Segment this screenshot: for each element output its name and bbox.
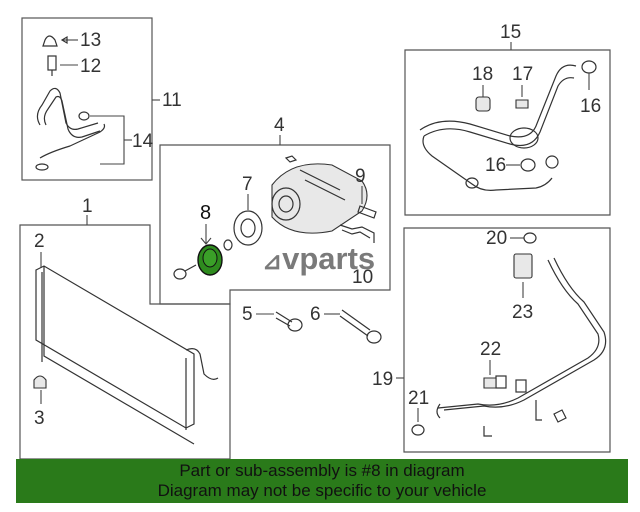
block-23 — [513, 253, 533, 279]
callout-16-mid[interactable]: 16 — [485, 155, 506, 176]
ring-near-pulley — [223, 239, 233, 251]
callout-4[interactable]: 4 — [274, 115, 285, 136]
bolt-small — [173, 264, 197, 280]
valve-17 — [515, 99, 529, 109]
callout-13[interactable]: 13 — [80, 30, 101, 51]
callout-3[interactable]: 3 — [34, 408, 45, 429]
callout-23[interactable]: 23 — [512, 302, 533, 323]
callout-8[interactable]: 8 — [200, 202, 211, 224]
info-banner: Part or sub-assembly is #8 in diagram Di… — [16, 459, 628, 503]
o-ring-16-mid — [520, 158, 536, 172]
callout-15[interactable]: 15 — [500, 22, 521, 43]
compressor-body — [271, 155, 368, 234]
callout-20[interactable]: 20 — [486, 228, 507, 249]
callout-22[interactable]: 22 — [480, 339, 501, 360]
pulley-7 — [233, 210, 263, 246]
callout-19[interactable]: 19 — [372, 369, 393, 390]
callout-11[interactable]: 11 — [162, 90, 182, 111]
callout-10[interactable]: 10 — [352, 267, 373, 288]
cap-13 — [42, 35, 78, 47]
o-ring-21 — [411, 424, 425, 436]
o-ring-16-top — [581, 60, 597, 74]
callout-17[interactable]: 17 — [512, 64, 533, 85]
callout-7[interactable]: 7 — [242, 174, 253, 195]
callout-12[interactable]: 12 — [80, 56, 101, 77]
hose-15 — [419, 64, 577, 191]
callout-9[interactable]: 9 — [355, 166, 366, 187]
line-assembly-19 — [436, 257, 607, 437]
box-lines-19 — [403, 227, 611, 453]
callout-18[interactable]: 18 — [472, 64, 493, 85]
bolt-6 — [339, 309, 382, 344]
mount-3 — [33, 375, 47, 389]
bracket-10 — [339, 224, 375, 243]
valve-12 — [47, 55, 78, 76]
callout-14[interactable]: 14 — [132, 131, 154, 152]
callout-6[interactable]: 6 — [310, 304, 321, 325]
callout-5[interactable]: 5 — [242, 304, 253, 325]
box-hose-assembly — [21, 17, 153, 181]
callout-1[interactable]: 1 — [82, 196, 93, 217]
callout-2[interactable]: 2 — [34, 231, 45, 252]
callout-21[interactable]: 21 — [408, 388, 429, 409]
callout-16-top[interactable]: 16 — [580, 96, 601, 117]
sensor-9 — [357, 205, 377, 219]
banner-line-2: Diagram may not be specific to your vehi… — [157, 481, 487, 500]
box-hose-15 — [404, 49, 611, 216]
o-ring-20 — [523, 232, 537, 244]
bolt-5 — [275, 311, 303, 332]
clutch-hub-8-highlighted[interactable] — [197, 244, 223, 276]
banner-line-1: Part or sub-assembly is #8 in diagram — [179, 461, 465, 480]
hose-14 — [35, 87, 132, 171]
fitting-18 — [475, 96, 491, 112]
condenser-core — [35, 265, 219, 445]
fitting-22 — [483, 377, 497, 389]
watermark-logo: ⊿vparts — [262, 241, 375, 276]
